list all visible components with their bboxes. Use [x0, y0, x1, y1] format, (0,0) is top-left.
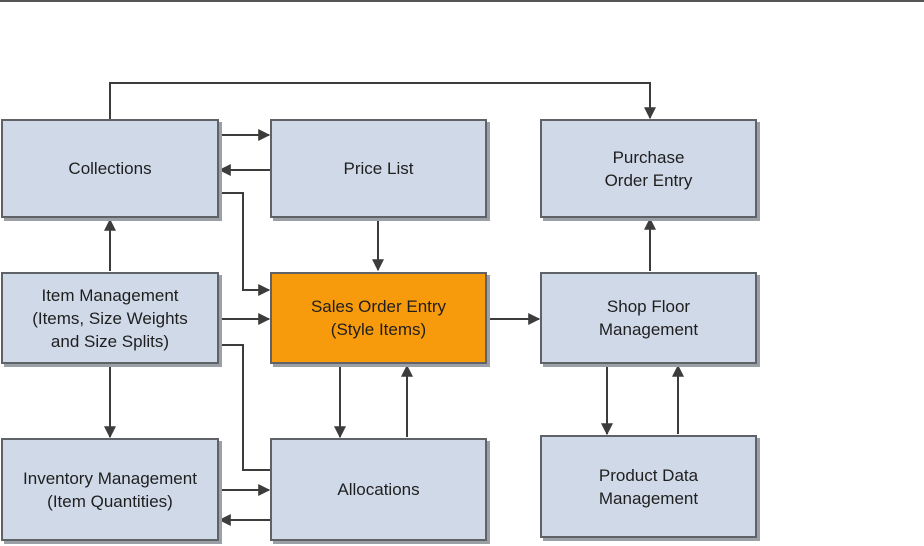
price-list-box: Price List	[270, 119, 487, 218]
inventory-management-label: Inventory Management (Item Quantities)	[23, 468, 197, 511]
price-list-label: Price List	[343, 159, 414, 178]
arrow-collections-to-purchase-order	[109, 82, 656, 120]
collections-label: Collections	[68, 159, 152, 178]
arrow-collections-to-sales-order	[219, 192, 271, 296]
allocations-box: Allocations	[270, 438, 487, 541]
purchase-order-entry-label: Purchase Order Entry	[604, 147, 693, 190]
purchase-order-entry-box: Purchase Order Entry	[540, 119, 757, 218]
inventory-management-box: Inventory Management (Item Quantities)	[1, 438, 219, 541]
sales-order-entry-label: Sales Order Entry (Style Items)	[310, 297, 447, 339]
item-management-label: Item Management (Items, Size Weights and…	[32, 285, 188, 351]
shop-floor-management-label: Shop Floor Management	[598, 297, 699, 339]
item-management-box: Item Management (Items, Size Weights and…	[1, 272, 219, 364]
top-rule	[0, 0, 924, 2]
product-data-management-box: Product Data Management	[540, 435, 757, 538]
product-data-management-label: Product Data Management	[598, 465, 699, 508]
allocations-label: Allocations	[337, 480, 420, 499]
shop-floor-management-box: Shop Floor Management	[540, 272, 757, 364]
collections-box: Collections	[1, 119, 219, 218]
sales-order-entry-box: Sales Order Entry (Style Items)	[270, 272, 487, 364]
arrow-item-management-to-allocations	[219, 344, 270, 471]
